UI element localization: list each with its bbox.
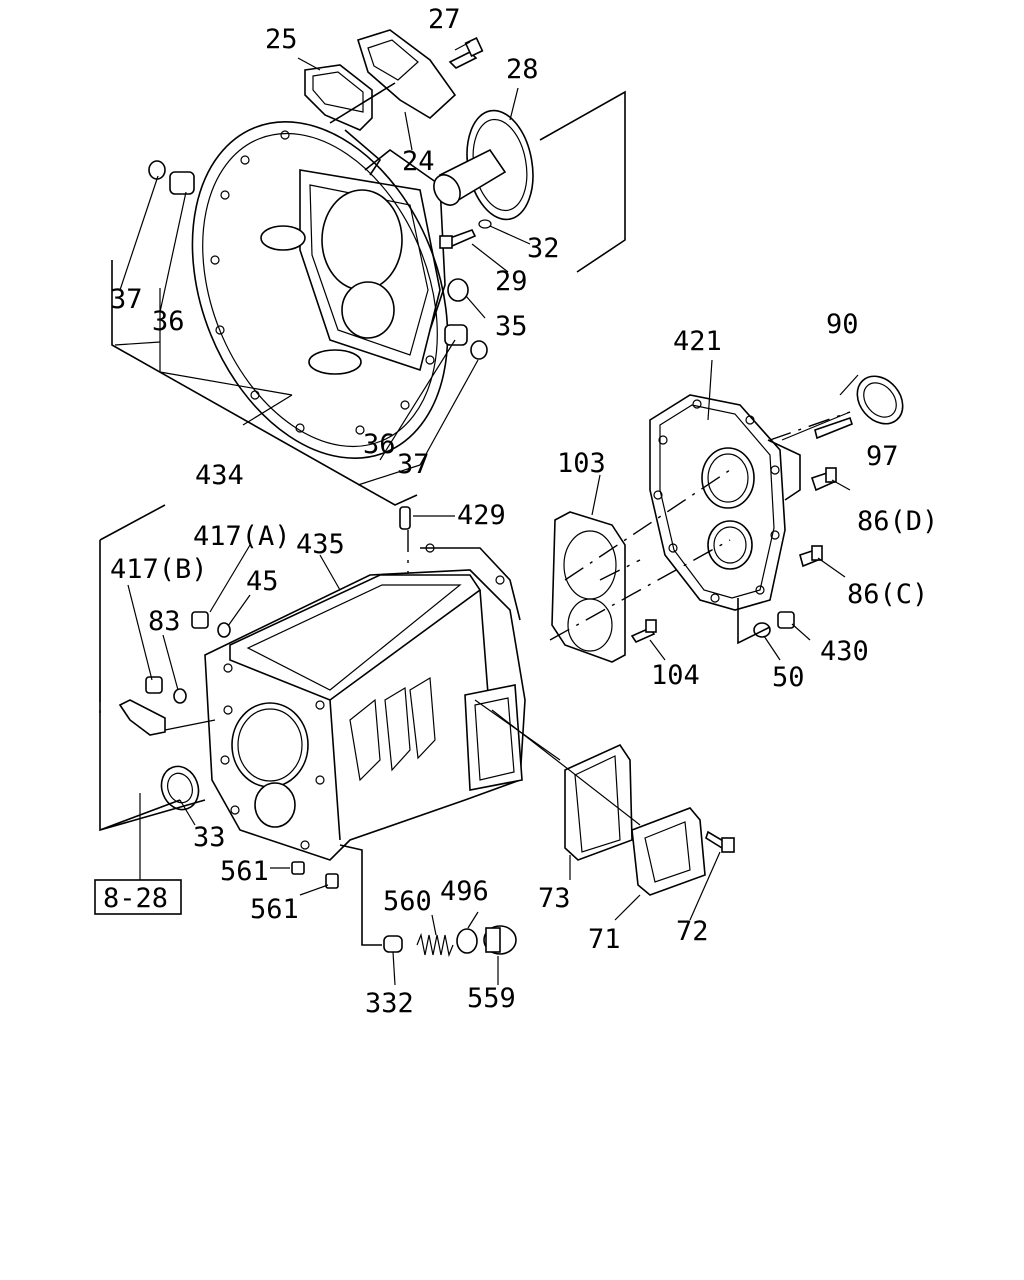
washer-37-lower (470, 340, 488, 360)
label-71: 71 (588, 924, 621, 955)
part-labels: 25 27 28 24 32 29 35 37 36 434 36 37 429… (110, 4, 938, 1019)
label-29: 29 (495, 266, 528, 297)
label-83: 83 (148, 606, 181, 637)
label-25: 25 (265, 24, 298, 55)
bushing-36-lower (444, 324, 468, 346)
o-ring-32 (478, 219, 492, 229)
label-35: 35 (495, 311, 528, 342)
label-429: 429 (457, 500, 506, 531)
label-332: 332 (365, 988, 414, 1019)
reference-label: 8-28 (103, 883, 168, 914)
label-72: 72 (676, 916, 709, 947)
bearing-retainer-28 (433, 109, 534, 221)
plug-86c (799, 545, 823, 568)
label-27: 27 (428, 4, 461, 35)
label-103: 103 (557, 448, 606, 479)
label-36-lower: 36 (363, 429, 396, 460)
washer-50 (753, 622, 771, 638)
gasket-73 (564, 743, 633, 861)
label-50: 50 (772, 662, 805, 693)
cover-plate-25 (304, 64, 373, 131)
label-417a: 417(A) (193, 521, 291, 552)
label-561-a: 561 (220, 856, 269, 887)
stud-97 (814, 416, 853, 440)
bolt-72 (705, 830, 735, 853)
leader-lines-lower (99, 359, 851, 986)
plug-417a (191, 611, 209, 629)
bolt-27 (448, 37, 484, 69)
label-37-lower: 37 (397, 449, 430, 480)
plunger-332 (383, 935, 403, 953)
plug-559 (483, 925, 517, 955)
label-90: 90 (826, 309, 859, 340)
leader-lines-upper (111, 41, 531, 506)
breather-bracket-24 (356, 29, 457, 119)
switch-sensor (118, 699, 166, 736)
bushing-35 (447, 278, 469, 302)
label-559: 559 (467, 983, 516, 1014)
label-496: 496 (440, 876, 489, 907)
side-cover-71 (631, 807, 706, 896)
plug-561-b (325, 873, 339, 889)
washer-37-upper (148, 160, 166, 180)
label-33: 33 (193, 822, 226, 853)
oil-seal-90 (856, 375, 904, 425)
bolt-29 (439, 229, 477, 249)
label-430: 430 (820, 636, 869, 667)
plug-561-a (291, 861, 305, 875)
bushing-36-upper (169, 171, 195, 195)
label-86d: 86(D) (857, 506, 938, 537)
washer-83 (173, 688, 187, 704)
label-73: 73 (538, 883, 571, 914)
label-421: 421 (673, 326, 722, 357)
label-561-b: 561 (250, 894, 299, 925)
label-434: 434 (195, 460, 244, 491)
washer-45 (217, 622, 231, 638)
label-97: 97 (866, 441, 899, 472)
reference-box[interactable]: 8-28 (94, 879, 182, 915)
label-32: 32 (527, 233, 560, 264)
gasket-103 (551, 511, 626, 663)
oil-seal-33 (160, 765, 200, 811)
label-45: 45 (246, 566, 279, 597)
bolt-104 (630, 619, 657, 644)
rear-cover-421 (649, 394, 801, 611)
washer-496 (456, 928, 478, 954)
label-28: 28 (506, 54, 539, 85)
spring-560 (416, 932, 454, 958)
label-435: 435 (296, 529, 345, 560)
dowel-pin-429 (399, 506, 411, 530)
label-37-upper: 37 (110, 284, 143, 315)
label-24: 24 (402, 146, 435, 177)
label-104: 104 (651, 660, 700, 691)
plug-430 (777, 611, 795, 629)
label-86c: 86(C) (847, 579, 928, 610)
label-36-upper: 36 (152, 306, 185, 337)
label-417b: 417(B) (110, 554, 208, 585)
flywheel-housing-434 (191, 121, 449, 459)
plug-86d (810, 467, 837, 492)
label-560: 560 (383, 886, 432, 917)
plug-417b (145, 676, 163, 694)
transmission-case-435 (204, 543, 526, 861)
